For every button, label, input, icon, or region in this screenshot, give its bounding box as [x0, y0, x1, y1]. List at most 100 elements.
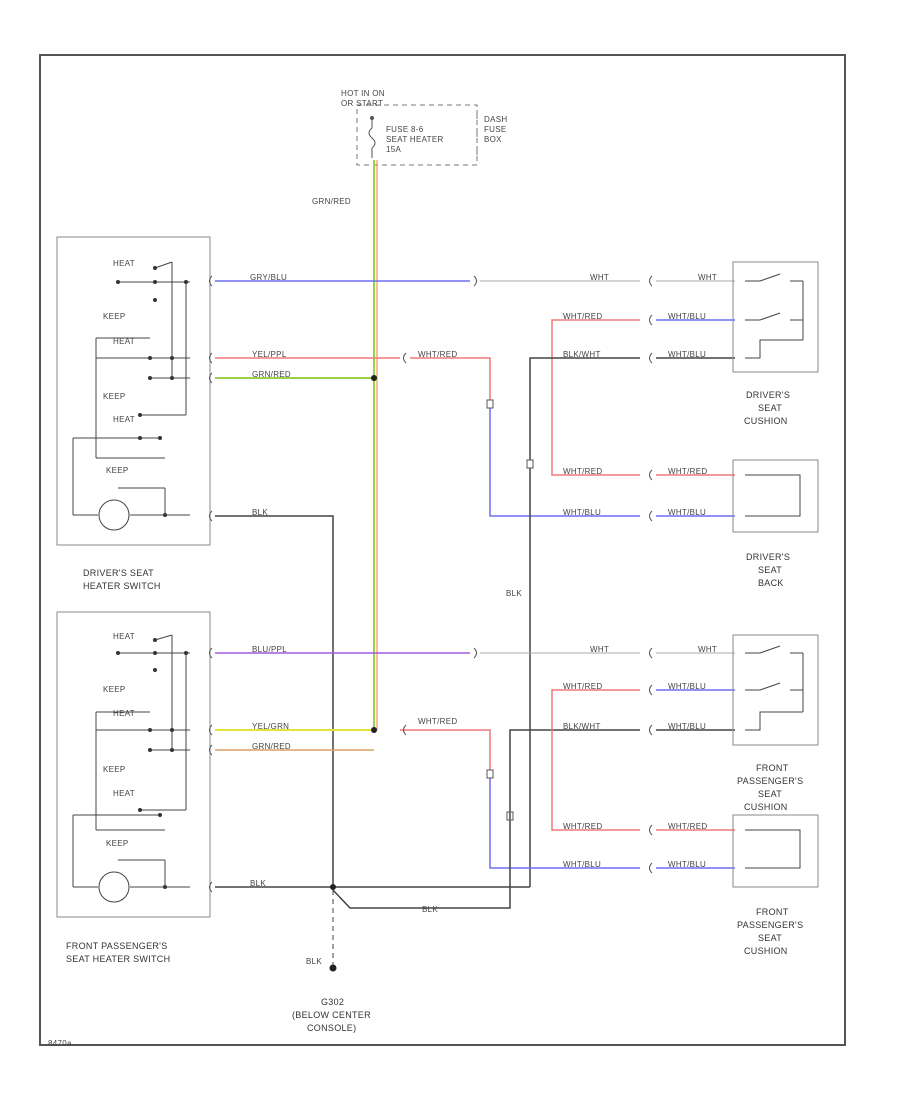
pass-keep-3: KEEP — [106, 839, 129, 848]
wl-wht-3: WHT — [590, 645, 610, 654]
wire-drv-blk — [215, 515, 334, 887]
pass-wire-2: YEL/GRN — [252, 722, 290, 731]
wl-wht-blu-6: WHT/BLU — [668, 722, 707, 731]
pass-cushion-internals — [745, 645, 804, 731]
pass-keep-1: KEEP — [103, 685, 126, 694]
drv-back-cap-1: DRIVER'S — [746, 552, 791, 562]
drv-wire-1: GRY/BLU — [250, 273, 288, 282]
passenger-switch-contacts — [116, 638, 188, 889]
drv-heat-1: HEAT — [113, 259, 135, 268]
wire-blk-wht-drv — [529, 357, 640, 460]
ground-label-3: CONSOLE) — [307, 1023, 357, 1033]
pass-back-cap-1: FRONT — [756, 907, 789, 917]
pass-cushion-cap-4: CUSHION — [744, 802, 788, 812]
wl-wht-blu-5: WHT/BLU — [668, 682, 707, 691]
pass-wire-4: BLK — [250, 879, 267, 888]
wl-blk-vert: BLK — [506, 589, 523, 598]
pass-cushion-cap-2: PASSENGER'S — [737, 776, 804, 786]
drivers-switch-caption-2: HEATER SWITCH — [83, 581, 161, 591]
drivers-back-internals — [745, 474, 801, 517]
box-line-2: FUSE — [484, 125, 507, 134]
drivers-cushion-internals — [745, 273, 804, 359]
drv-keep-1: KEEP — [103, 312, 126, 321]
wire-wht-red-drv-vert — [551, 319, 640, 476]
passenger-switch-internals — [72, 634, 190, 903]
pass-back-cap-4: CUSHION — [744, 946, 788, 956]
wl-blk-wht-1: BLK/WHT — [563, 350, 601, 359]
fuse-line-1: FUSE 8-6 — [386, 125, 424, 134]
wl-wht-red-6: WHT/RED — [668, 822, 708, 831]
pass-keep-2: KEEP — [103, 765, 126, 774]
ground-label-2: (BELOW CENTER — [292, 1010, 371, 1020]
wl-wht-blu-4: WHT/BLU — [668, 508, 707, 517]
hot-label-1: HOT IN ON — [341, 89, 385, 98]
drv-wire-3: GRN/RED — [252, 370, 291, 379]
pass-seat-back-box — [732, 814, 819, 888]
wl-blk-ground: BLK — [306, 957, 323, 966]
pass-seat-cushion-box — [732, 634, 819, 746]
wl-wht-red-top: WHT/RED — [418, 350, 458, 359]
drv-heat-2: HEAT — [113, 337, 135, 346]
wl-wht-4: WHT — [698, 645, 718, 654]
drv-back-cap-3: BACK — [758, 578, 784, 588]
pass-heat-3: HEAT — [113, 789, 135, 798]
wl-wht-red-1: WHT/RED — [563, 312, 603, 321]
wl-wht-2: WHT — [698, 273, 718, 282]
drv-wire-4: BLK — [252, 508, 269, 517]
wire-drv-wht-red — [410, 357, 491, 400]
drv-cushion-cap-3: CUSHION — [744, 416, 788, 426]
drivers-seat-cushion-box — [732, 261, 819, 373]
drivers-switch-internals — [72, 261, 190, 531]
wl-wht-blu-3: WHT/BLU — [563, 508, 602, 517]
fuse-line-3: 15A — [386, 145, 402, 154]
pass-heat-1: HEAT — [113, 632, 135, 641]
drv-heat-3: HEAT — [113, 415, 135, 424]
wire-pass-wht-blu-down — [489, 778, 640, 869]
wl-wht-blu-8: WHT/BLU — [668, 860, 707, 869]
fuse-line-2: SEAT HEATER — [386, 135, 444, 144]
pass-back-cap-3: SEAT — [758, 933, 783, 943]
pass-cushion-cap-1: FRONT — [756, 763, 789, 773]
pass-switch-caption-2: SEAT HEATER SWITCH — [66, 954, 171, 964]
wire-drv-wht-blu-down — [489, 408, 640, 517]
splice-pass-yel — [371, 727, 377, 733]
wl-blk-wht-2: BLK/WHT — [563, 722, 601, 731]
ground-label-1: G302 — [321, 997, 345, 1007]
drv-cushion-cap-1: DRIVER'S — [746, 390, 791, 400]
wl-wht-red-3: WHT/RED — [668, 467, 708, 476]
wire-pass-wht-red — [400, 729, 491, 770]
drv-cushion-cap-2: SEAT — [758, 403, 783, 413]
wire-wht-red-pass-vert — [551, 689, 640, 831]
figure-id: 8470a — [48, 1039, 72, 1048]
box-line-3: BOX — [484, 135, 502, 144]
splice-ground — [330, 884, 336, 890]
pass-back-internals — [745, 829, 801, 869]
fuse-symbol — [368, 118, 376, 158]
box-line-1: DASH — [484, 115, 508, 124]
pass-wire-1: BLU/PPL — [252, 645, 288, 654]
wl-wht-red-mid: WHT/RED — [418, 717, 458, 726]
wire-blk-ground-bottom — [332, 729, 640, 909]
wl-wht-red-2: WHT/RED — [563, 467, 603, 476]
drv-back-cap-2: SEAT — [758, 565, 783, 575]
wl-wht-red-5: WHT/RED — [563, 822, 603, 831]
wl-blk-bottom: BLK — [422, 905, 439, 914]
wl-wht-blu-7: WHT/BLU — [563, 860, 602, 869]
wl-wht-blu-2: WHT/BLU — [668, 350, 707, 359]
connector-symbols — [209, 275, 653, 893]
fuse-wire-label: GRN/RED — [312, 197, 351, 206]
splice-drv-grn — [371, 375, 377, 381]
pass-cushion-cap-3: SEAT — [758, 789, 783, 799]
drv-wire-2: YEL/PPL — [252, 350, 287, 359]
hot-label-2: OR START — [341, 99, 384, 108]
wl-wht-1: WHT — [590, 273, 610, 282]
wl-wht-blu-1: WHT/BLU — [668, 312, 707, 321]
drv-keep-2: KEEP — [103, 392, 126, 401]
drivers-switch-caption-1: DRIVER'S SEAT — [83, 568, 154, 578]
pass-heat-2: HEAT — [113, 709, 135, 718]
drivers-seat-back-box — [732, 459, 819, 533]
drivers-switch-contacts — [116, 266, 188, 517]
pass-wire-3: GRN/RED — [252, 742, 291, 751]
